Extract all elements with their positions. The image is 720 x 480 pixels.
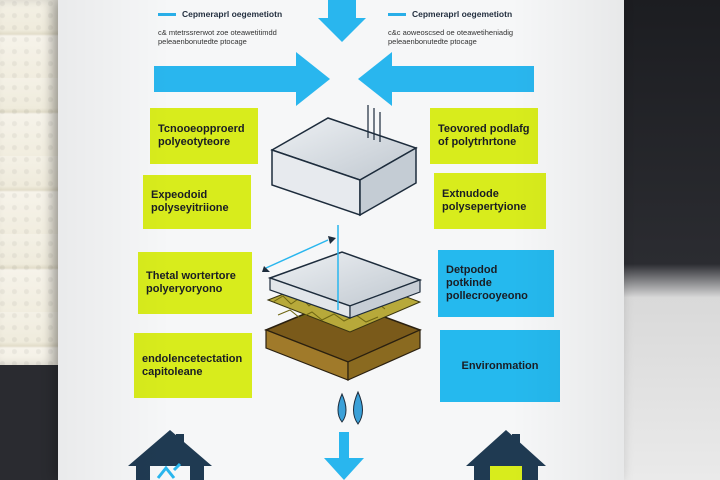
header-left-title: Cepmeraprl oegemetiotn (182, 9, 283, 19)
header-dash (158, 13, 176, 17)
infographic-poster: Cepmeraprl oegemetiotn c& mtetrssrerwot … (58, 0, 624, 480)
left-box-2: Expeodoid polyseyitriione (143, 175, 251, 229)
header-right-title: Cepmeraprl oegemetiotn (412, 9, 513, 19)
right-box-4: Environmation (440, 330, 560, 402)
left-box-3: Thetal wortertore polyeryoryono (138, 252, 252, 314)
header-right-line1: c&c aoweoscsed oe oteawetiheniadig (388, 27, 514, 37)
arrow-left-icon (358, 52, 534, 106)
arrow-right-icon (154, 52, 330, 106)
house-eco-icon (466, 430, 546, 480)
layered-insulation-icon (262, 225, 423, 381)
right-box-2: Extnudode polysepertyione (434, 173, 546, 229)
arrow-down-icon (318, 0, 366, 42)
header-left-line1: c& mtetrssrerwot zoe oteawetitimdd (158, 27, 277, 37)
house-recycle-icon (128, 430, 212, 480)
foam-board-photo (0, 0, 58, 365)
header-left: Cepmeraprl oegemetiotn c& mtetrssrerwot … (158, 9, 283, 47)
right-box-3: Detpodod potkinde pollecrooyeono (438, 250, 554, 317)
diagram-graphics (128, 0, 546, 480)
right-box-1: Teovored podlafg of polytrhrtone (430, 108, 538, 164)
left-box-4: endolencetectation capitoleane (134, 333, 252, 398)
header-right: Cepmeraprl oegemetiotn c&c aoweoscsed oe… (388, 9, 514, 47)
header-left-line2: peleaenbonutedte ptocage (158, 37, 247, 46)
foam-block-icon (270, 105, 418, 217)
header-right-line2: peleaenbonutedte ptocage (388, 37, 477, 46)
water-drop-icon (324, 390, 364, 480)
header-dash (388, 13, 406, 17)
left-box-1: Tcnooeopproerd polyeotyteore (150, 108, 258, 164)
